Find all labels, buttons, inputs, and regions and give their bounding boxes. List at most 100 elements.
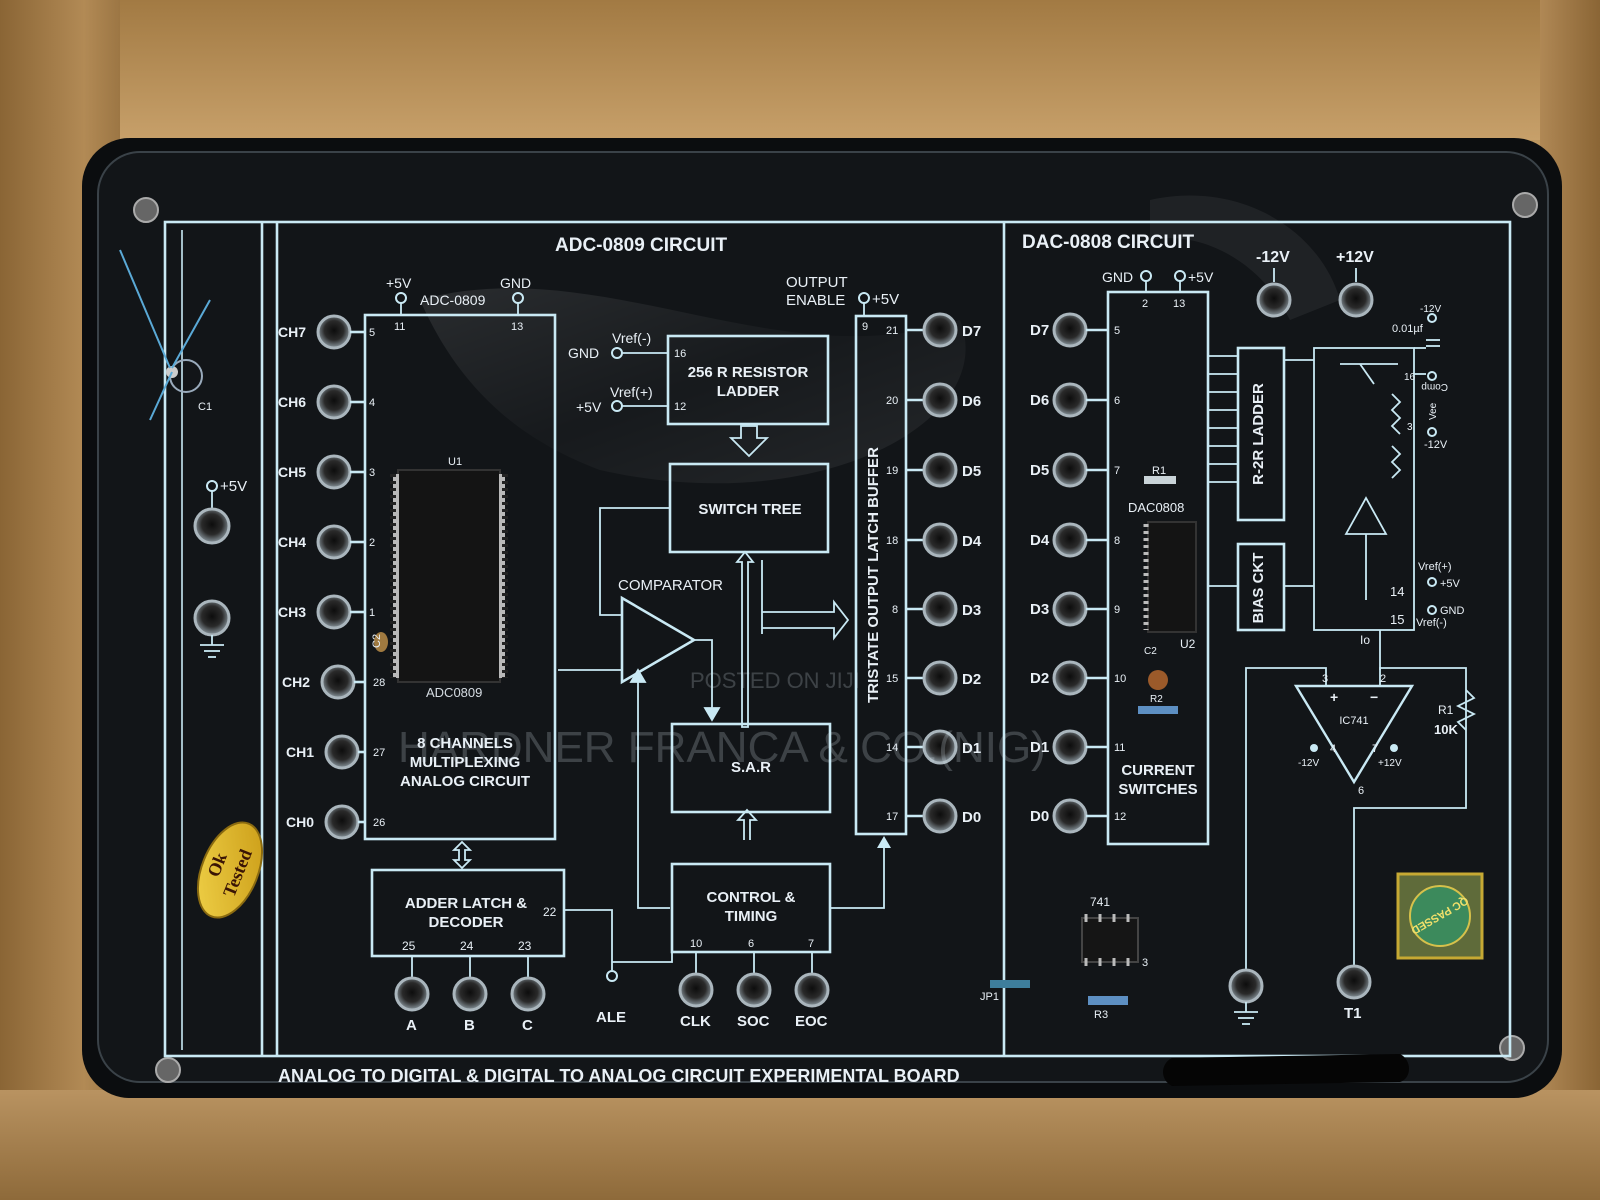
r2r-ladder-block xyxy=(1236,346,1286,522)
adc-d2-socket[interactable] xyxy=(922,660,958,696)
addr-c-socket[interactable] xyxy=(510,976,546,1012)
adc0809-ic: U1 C2 ADC0809 xyxy=(371,456,508,700)
svg-text:CH0: CH0 xyxy=(286,814,314,830)
dac-d1-socket[interactable] xyxy=(1052,729,1088,765)
vee-value: -12V xyxy=(1424,439,1448,451)
ladder-label-1: 256 R RESISTOR xyxy=(688,364,809,381)
ch6-socket[interactable] xyxy=(316,384,352,420)
vee-label: Vee xyxy=(1428,402,1439,420)
ch3-input: CH3 1 xyxy=(278,594,375,630)
ch4-socket[interactable] xyxy=(316,524,352,560)
ground-socket[interactable] xyxy=(193,599,231,637)
pos12-socket[interactable] xyxy=(1338,282,1374,318)
ic741-pin3: 3 xyxy=(1142,957,1148,969)
t1-label: T1 xyxy=(1344,1005,1362,1022)
adc-chip-top-label: ADC-0809 xyxy=(420,292,486,308)
adc-pin11: 11 xyxy=(394,321,405,333)
bias-label: BIAS CKT xyxy=(1250,553,1267,624)
buffer-pin9: 9 xyxy=(862,321,868,333)
ch1-socket[interactable] xyxy=(324,734,360,770)
svg-text:D4: D4 xyxy=(1030,532,1050,549)
addr-b-socket[interactable] xyxy=(452,976,488,1012)
dac-ground-socket[interactable] xyxy=(1228,968,1264,1004)
adc-d1-socket[interactable] xyxy=(922,729,958,765)
adc-pin12: 12 xyxy=(674,401,686,413)
resistor-ladder-block xyxy=(666,334,830,426)
t1-output-socket[interactable] xyxy=(1336,964,1372,1000)
dac-ground-icon xyxy=(1234,1002,1258,1025)
mux-label-2: MULTIPLEXING xyxy=(410,754,521,771)
eoc-socket[interactable] xyxy=(794,972,830,1008)
rf-label: R1 xyxy=(1438,703,1454,717)
dac-c2-capacitor xyxy=(1148,670,1168,690)
svg-text:7: 7 xyxy=(1114,465,1120,477)
adc-d6-socket[interactable] xyxy=(922,382,958,418)
dac-d2-socket[interactable] xyxy=(1052,660,1088,696)
svg-text:1: 1 xyxy=(369,607,375,619)
svg-text:8: 8 xyxy=(892,604,898,616)
ch0-socket[interactable] xyxy=(324,804,360,840)
addr-a-socket[interactable] xyxy=(394,976,430,1012)
svg-text:D5: D5 xyxy=(962,463,981,480)
dac-d4-socket[interactable] xyxy=(1052,522,1088,558)
mux-adder-arrow xyxy=(451,840,473,870)
supply-label: +5V xyxy=(220,478,247,495)
r3-label: R3 xyxy=(1094,1009,1108,1021)
adc-d0-socket[interactable] xyxy=(922,798,958,834)
qc-passed-hologram: QC PASSED xyxy=(1396,872,1484,960)
ladder-arrow xyxy=(728,425,770,458)
op-plus-sign: + xyxy=(1330,689,1338,705)
dac-d5-socket[interactable] xyxy=(1052,452,1088,488)
redaction-mark xyxy=(1163,1054,1409,1086)
sar-label: S.A.R xyxy=(731,759,771,776)
ch7-socket[interactable] xyxy=(316,314,352,350)
watermark-line2: HARDNER FRANCA & CO.(NIG) xyxy=(398,723,1046,772)
adc-vcc2-label: +5V xyxy=(576,399,602,415)
svg-text:12: 12 xyxy=(1114,811,1126,823)
dac-d3-socket[interactable] xyxy=(1052,591,1088,627)
ground-icon xyxy=(200,635,224,658)
clk-socket[interactable] xyxy=(678,972,714,1008)
ch3-socket[interactable] xyxy=(316,594,352,630)
adc-d5-socket[interactable] xyxy=(922,452,958,488)
svg-text:26: 26 xyxy=(373,817,385,829)
jp1-jumper xyxy=(990,980,1030,988)
svg-text:D5: D5 xyxy=(1030,462,1049,479)
u1-label: U1 xyxy=(448,456,462,468)
addr-a-label: A xyxy=(406,1017,417,1034)
op-pin3: 3 xyxy=(1322,673,1328,685)
c2-label: C2 xyxy=(371,634,383,648)
comp-label: Comp xyxy=(1421,381,1448,392)
ch0-input: CH0 26 xyxy=(286,804,385,840)
neg12-socket[interactable] xyxy=(1256,282,1292,318)
dac-gnd-right-label: GND xyxy=(1440,605,1465,617)
adc-d4-socket[interactable] xyxy=(922,522,958,558)
ale-terminal[interactable] xyxy=(606,970,618,982)
dac-d6-socket[interactable] xyxy=(1052,382,1088,418)
cap-neg12-label: -12V xyxy=(1420,304,1441,315)
svg-text:11: 11 xyxy=(1114,742,1125,754)
svg-text:2: 2 xyxy=(369,537,375,549)
addr-c-label: C xyxy=(522,1017,533,1034)
svg-text:17: 17 xyxy=(886,811,898,823)
supply-socket[interactable] xyxy=(193,507,231,545)
tristate-buffer-block xyxy=(854,314,908,836)
adc-d7-socket[interactable] xyxy=(922,312,958,348)
addr-pin25: 25 xyxy=(402,939,416,953)
soc-socket[interactable] xyxy=(736,972,772,1008)
adc-d3-socket[interactable] xyxy=(922,591,958,627)
svg-text:4: 4 xyxy=(369,397,375,409)
ok-tested-sticker: Ok Tested xyxy=(196,821,264,919)
dac-d7-socket[interactable] xyxy=(1052,312,1088,348)
mux-label-1: 8 CHANNELS xyxy=(417,735,513,752)
ch2-socket[interactable] xyxy=(320,664,356,700)
dac-d0-socket[interactable] xyxy=(1052,798,1088,834)
adder-pin22: 22 xyxy=(543,905,557,919)
ch5-socket[interactable] xyxy=(316,454,352,490)
dac-pin13: 13 xyxy=(1173,298,1185,310)
